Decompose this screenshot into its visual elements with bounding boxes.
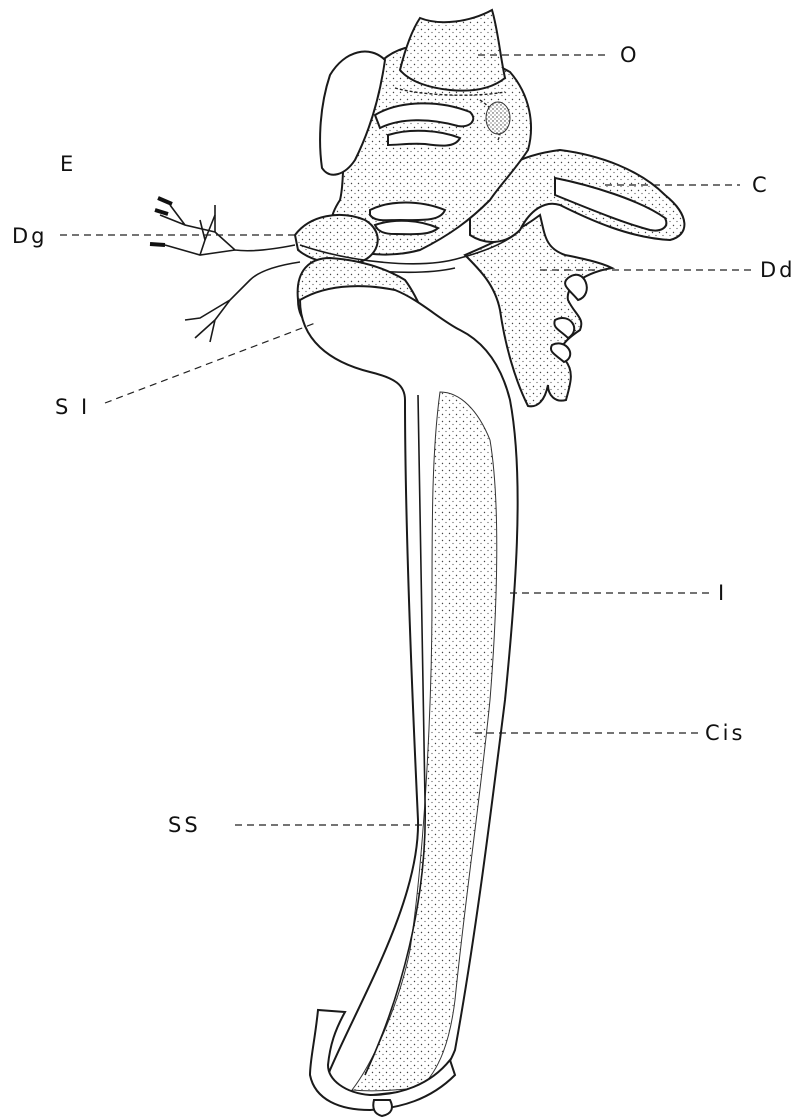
label-c: C (752, 173, 770, 197)
label-o: O (620, 43, 640, 67)
label-si: S I (55, 395, 90, 419)
label-dd: Dd (760, 258, 796, 282)
label-dg: Dg (12, 224, 48, 248)
label-i: I (718, 581, 727, 605)
intestine-tube (300, 286, 518, 1116)
left-branching-gland (150, 198, 300, 342)
label-cis: Cis (705, 721, 745, 745)
label-e: E (60, 152, 76, 176)
label-ss: SS (168, 813, 201, 837)
